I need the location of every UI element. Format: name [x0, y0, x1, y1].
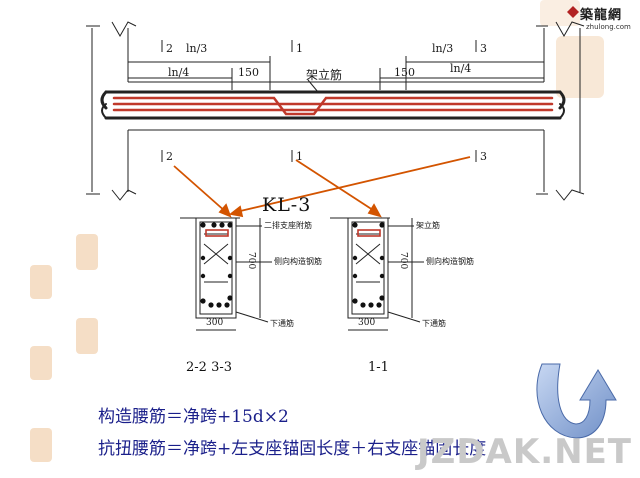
arrow-1-to-right — [295, 159, 377, 213]
right-annot-mid: 侧向构造钢筋 — [426, 257, 474, 266]
label-sec1-top: 1 — [296, 42, 303, 55]
formula-torsion-waist-bar: 抗扭腰筋＝净跨+左支座锚固长度＋右支座锚固长度 — [98, 439, 487, 459]
left-section-caption: 2-2 3-3 — [186, 360, 233, 375]
right-section-stirrup — [351, 221, 385, 315]
curved-arrow-icon — [536, 363, 617, 439]
beam-title: KL-3 — [262, 194, 312, 216]
label-ln3-right: ln/3 — [432, 42, 454, 55]
label-sec2-bottom: 2 — [166, 150, 173, 163]
left-section-outline — [180, 217, 240, 319]
left-annot-top: 二排支座附筋 — [264, 221, 312, 230]
right-height: 700 — [398, 252, 408, 270]
right-width: 300 — [358, 318, 376, 328]
left-annot-bot: 下通筋 — [270, 319, 294, 328]
right-section-outline — [330, 217, 390, 319]
label-ln4-right: ln/4 — [450, 62, 472, 75]
label-ln4-left: ln/4 — [168, 66, 190, 79]
stamp-seal-3 — [76, 318, 98, 354]
stamp-seal-4 — [30, 346, 52, 380]
left-width: 300 — [206, 318, 224, 328]
formula-construction-waist-bar: 构造腰筋＝净跨+15d×2 — [98, 407, 289, 427]
stamp-seal-5 — [30, 428, 52, 462]
watermark: JZDAK.NET — [417, 432, 632, 472]
arrow-2-to-left — [173, 165, 227, 213]
logo-name: 築龍網 — [580, 8, 623, 23]
stamp-seal-7 — [540, 0, 580, 26]
label-150-left: 150 — [238, 66, 259, 79]
right-annot-top: 架立筋 — [416, 221, 440, 230]
left-annot-mid: 侧向构造钢筋 — [274, 257, 322, 266]
logo-url: zhulong.com — [586, 23, 631, 31]
stamp-seal-2 — [30, 265, 52, 299]
left-height: 700 — [246, 252, 256, 270]
label-sec3-bottom: 3 — [480, 150, 487, 163]
label-150-right: 150 — [394, 66, 415, 79]
label-sec1-bottom: 1 — [296, 150, 303, 163]
label-sec2-top: 2 — [166, 42, 173, 55]
logo-icon — [567, 6, 579, 18]
erect-bar-line — [112, 96, 554, 116]
left-section-stirrup — [199, 221, 233, 315]
label-erect-bar: 架立筋 — [306, 68, 343, 82]
stamp-seal-1 — [76, 234, 98, 270]
right-annot-bot: 下通筋 — [422, 319, 446, 328]
label-ln3-left: ln/3 — [186, 42, 208, 55]
label-sec3-top: 3 — [480, 42, 487, 55]
arrow-3-to-left — [235, 156, 471, 213]
right-section-caption: 1-1 — [368, 360, 389, 375]
